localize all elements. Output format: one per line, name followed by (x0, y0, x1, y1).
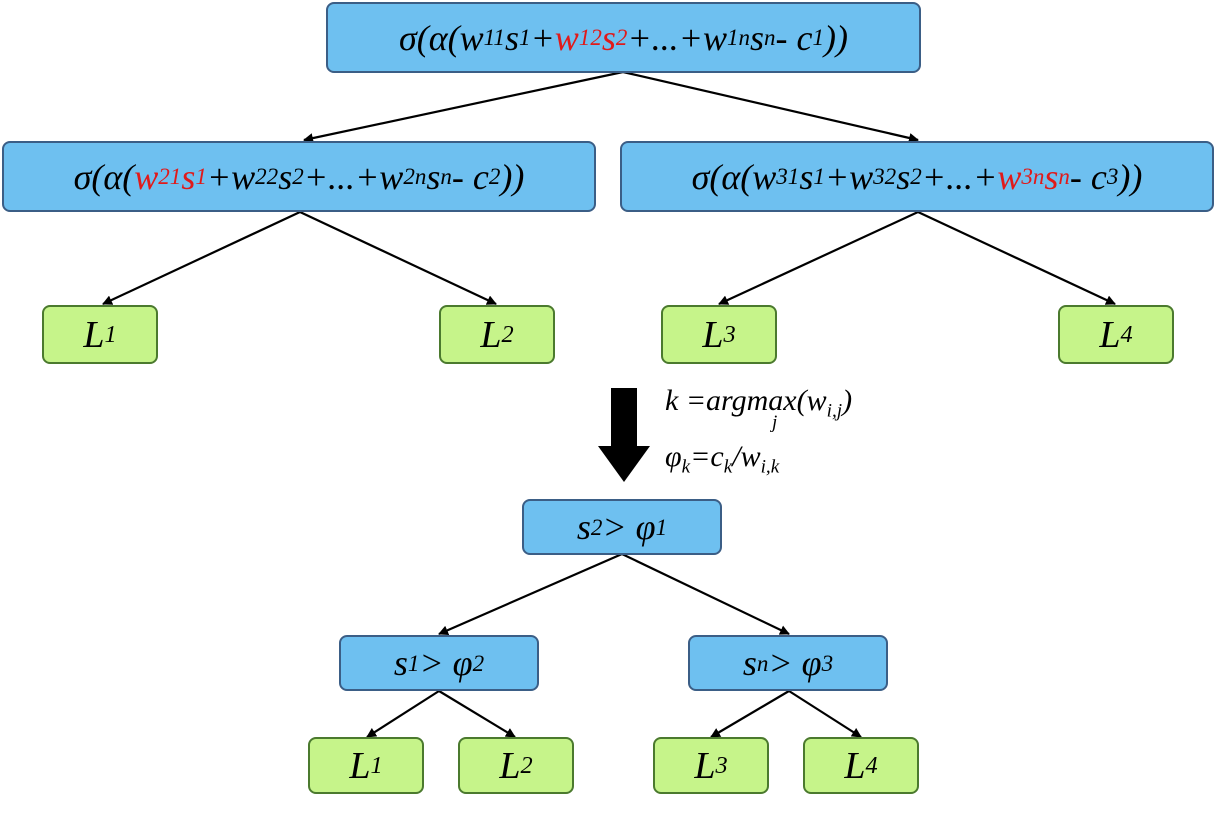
edge-root-left (303, 70, 624, 144)
argmax-subscript-j: j (772, 412, 778, 433)
edge-bleft-l2 (438, 690, 516, 738)
edge-bright-l3 (710, 690, 790, 738)
edge-bright-l4 (788, 690, 862, 738)
transform-arrow (598, 388, 650, 482)
edge-root-right (622, 70, 919, 143)
edge-left-l2 (299, 211, 497, 305)
edge-right-l3 (718, 211, 919, 305)
threshold-formula: φk=ck/wi,k (665, 440, 780, 478)
argmax-formula: k =argmax(wi,j) (665, 384, 853, 422)
edge-bleft-l1 (366, 690, 440, 738)
edge-broot-left (438, 552, 623, 636)
edge-broot-right (621, 553, 790, 635)
edge-right-l4 (917, 211, 1116, 305)
edge-left-l1 (102, 211, 301, 305)
